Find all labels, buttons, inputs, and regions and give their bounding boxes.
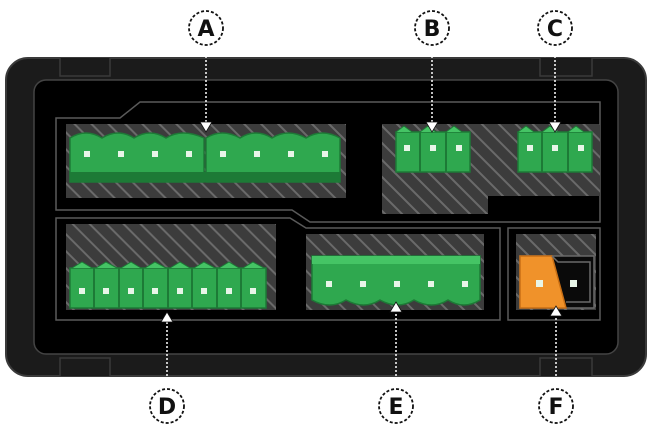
callout-c-label: C [547, 17, 563, 42]
housing-top-notch-left [59, 58, 111, 77]
connector-a [69, 132, 341, 183]
housing-bottom-notch-left [59, 357, 111, 376]
connector-f [519, 255, 595, 309]
callouts: A B C D E F [149, 10, 574, 424]
callout-e: E [378, 388, 414, 424]
leader-lines [166, 44, 557, 388]
callout-d: D [149, 388, 185, 424]
connector-d [69, 261, 267, 309]
inner-panel [33, 79, 619, 355]
housing-bottom-notch-right [539, 357, 593, 376]
connector-e [311, 255, 481, 306]
compartment-bottom-left [55, 217, 501, 321]
callout-a: A [188, 10, 224, 46]
housing-top-notch-right [539, 58, 593, 77]
connector-b [395, 125, 471, 173]
compartment-bottom-right [507, 227, 601, 321]
callout-f-label: F [548, 395, 563, 420]
leader-arrowheads [160, 121, 563, 323]
connector-c [517, 125, 593, 173]
callout-e-label: E [388, 395, 403, 420]
callout-b-label: B [424, 17, 441, 42]
callout-c: C [537, 10, 573, 46]
compartment-top [55, 101, 601, 223]
callout-f: F [538, 388, 574, 424]
callout-a-label: A [197, 17, 214, 42]
callout-b: B [414, 10, 450, 46]
callout-d-label: D [158, 395, 176, 420]
